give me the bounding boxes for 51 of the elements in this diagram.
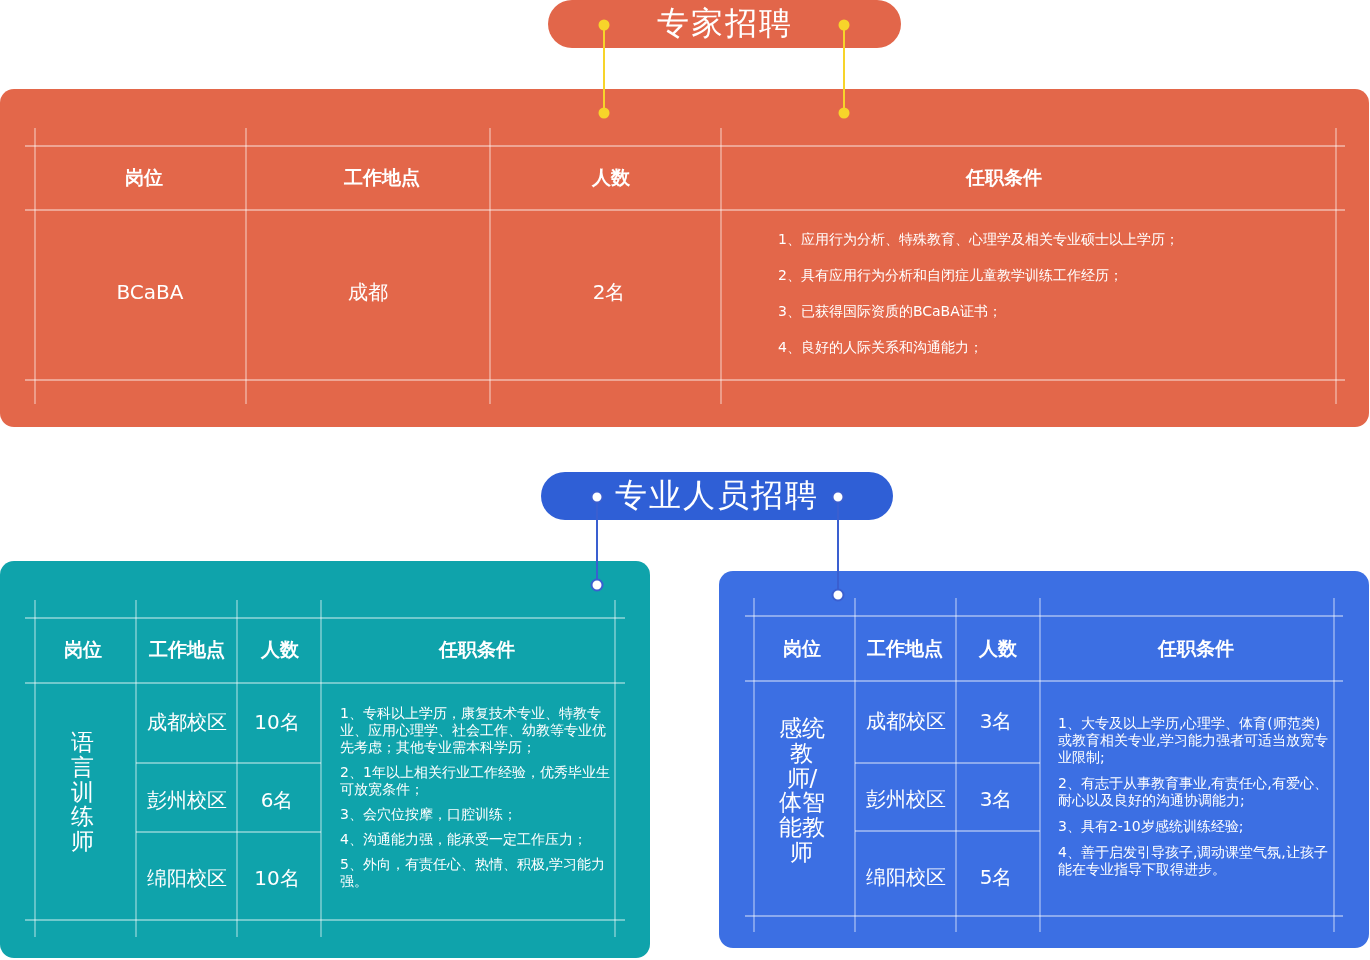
requirement-text: 5、外向，有责任心、热情、积极,学习能力强。 <box>340 856 607 890</box>
column-header: 人数 <box>592 165 630 190</box>
column-header: 岗位 <box>783 636 821 661</box>
requirement-text: 3、已获得国际资质的BCaBA证书； <box>778 303 1003 320</box>
connector-line <box>838 19 850 119</box>
job-title: 感统教师/体智能教师 <box>778 715 826 865</box>
column-header: 任职条件 <box>439 637 515 662</box>
table-text: BCaBA <box>116 280 184 304</box>
table-text: 5名 <box>979 863 1013 891</box>
column-header: 工作地点 <box>867 636 943 661</box>
table-text: 成都 <box>348 278 388 306</box>
column-header: 任职条件 <box>1158 636 1234 661</box>
table-text: 3名 <box>979 785 1013 813</box>
connector-line <box>831 490 845 602</box>
requirement-text: 3、具有2-10岁感统训练经验; <box>1058 818 1245 835</box>
table-text: 2名 <box>592 278 626 306</box>
column-header: 人数 <box>261 637 299 662</box>
table-text: 10名 <box>254 864 300 892</box>
job-title: 语言训练师 <box>70 729 96 855</box>
requirement-text: 2、具有应用行为分析和自闭症儿童教学训练工作经历； <box>778 267 1124 284</box>
requirement-text: 1、大专及以上学历,心理学、体育(师范类)或教育相关专业,学习能力强者可适当放宽专业限制; <box>1058 715 1330 766</box>
table-text: 成都校区 <box>866 707 946 735</box>
requirement-text: 1、应用行为分析、特殊教育、心理学及相关专业硕士以上学历； <box>778 231 1180 248</box>
table-text: 6名 <box>260 786 294 814</box>
connector-line <box>598 19 610 119</box>
requirement-text: 1、专科以上学历，康复技术专业、特教专业、应用心理学、社会工作、幼教等专业优先考虑；其他专业需本科学历； <box>340 705 607 756</box>
requirement-text: 4、沟通能力强，能承受一定工作压力； <box>340 831 588 848</box>
section-title-pill: 专家招聘 <box>548 0 901 48</box>
column-header: 岗位 <box>64 637 102 662</box>
table-text: 成都校区 <box>147 708 227 736</box>
table-panel <box>0 561 650 958</box>
table-text: 3名 <box>979 707 1013 735</box>
requirement-text: 3、会穴位按摩，口腔训练； <box>340 806 518 823</box>
requirement-text: 2、1年以上相关行业工作经验，优秀毕业生可放宽条件； <box>340 764 611 798</box>
requirement-text: 2、有志于从事教育事业,有责任心,有爱心、耐心以及良好的沟通协调能力; <box>1058 775 1329 809</box>
table-text: 彭州校区 <box>147 786 227 814</box>
column-header: 人数 <box>979 636 1017 661</box>
section-title-pill: 专业人员招聘 <box>541 472 893 520</box>
table-text: 10名 <box>254 708 300 736</box>
table-text: 绵阳校区 <box>147 864 227 892</box>
table-text: 绵阳校区 <box>866 863 946 891</box>
column-header: 工作地点 <box>344 165 420 190</box>
table-panel <box>0 89 1369 427</box>
table-text: 彭州校区 <box>866 785 946 813</box>
requirement-text: 4、善于启发引导孩子,调动课堂气氛,让孩子能在专业指导下取得进步。 <box>1058 844 1329 878</box>
requirement-text: 4、良好的人际关系和沟通能力； <box>778 339 984 356</box>
column-header: 岗位 <box>125 165 163 190</box>
column-header: 工作地点 <box>149 637 225 662</box>
column-header: 任职条件 <box>966 165 1042 190</box>
connector-line <box>590 490 604 592</box>
table-panel <box>719 571 1369 948</box>
